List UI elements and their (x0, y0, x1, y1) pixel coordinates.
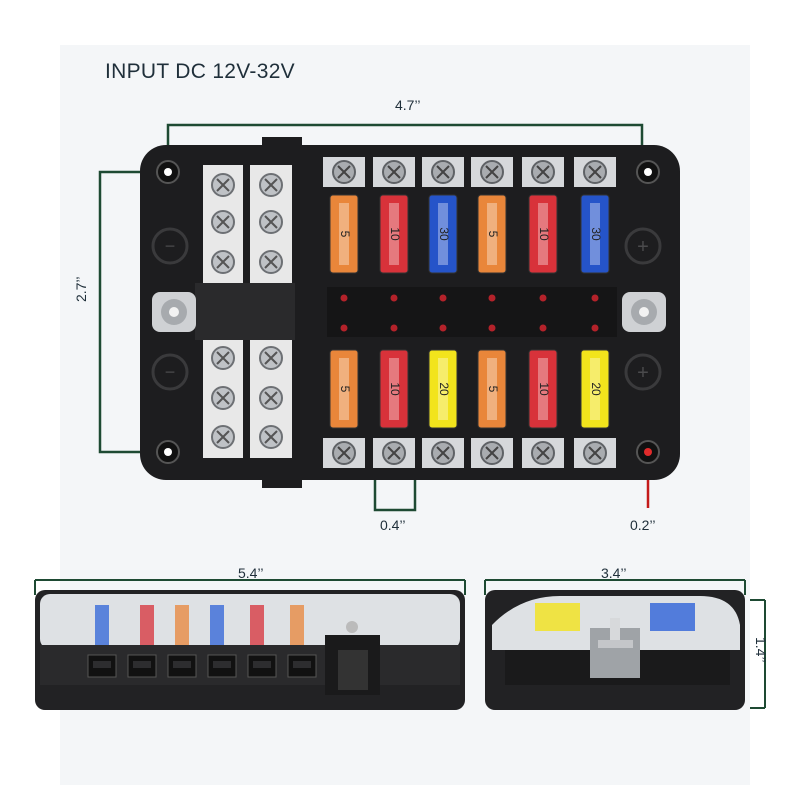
bus-screw-10 (211, 425, 235, 449)
fuse-4: 10 (528, 194, 558, 274)
side-view (484, 579, 766, 710)
bus-screw-5 (259, 250, 283, 274)
fuse-rating-4: 10 (537, 227, 551, 241)
led-indicator-strip (327, 287, 617, 337)
terminal-0 (323, 157, 365, 187)
led-bottom-1 (390, 324, 398, 332)
top-terminals (323, 157, 616, 187)
led-top-0 (340, 294, 348, 302)
fuse-rating-4: 10 (537, 382, 551, 396)
led-bottom-2 (439, 324, 447, 332)
input-voltage-title: INPUT DC 12V-32V (105, 60, 295, 83)
fuse-1: 10 (379, 349, 409, 429)
fuse-rating-0: 5 (338, 386, 352, 393)
fuse-4: 10 (528, 349, 558, 429)
bottom-terminals (323, 438, 616, 468)
led-top-1 (390, 294, 398, 302)
pitch-line (373, 458, 417, 512)
minus-symbol-bottom: − (165, 362, 176, 382)
pitch-label: 0.4’’ (380, 517, 406, 533)
fuse-rating-5: 20 (589, 382, 603, 396)
fuse-rating-1: 10 (388, 382, 402, 396)
terminal-0 (323, 438, 365, 468)
side-width-label: 3.4’’ (601, 565, 627, 581)
fuse-2: 20 (428, 349, 458, 429)
terminal-1 (373, 157, 415, 187)
top-fuse-row: 5 10 30 5 10 30 (329, 194, 610, 274)
bus-screw-8 (211, 386, 235, 410)
fuse-5: 20 (580, 349, 610, 429)
fuse-1: 10 (379, 194, 409, 274)
fuse-rating-3: 5 (486, 386, 500, 393)
terminal-5 (574, 438, 616, 468)
bus-screw-3 (259, 210, 283, 234)
terminal-5 (574, 157, 616, 187)
led-top-4 (539, 294, 547, 302)
height-left-line (98, 170, 162, 454)
fuse-3: 5 (477, 349, 507, 429)
fuse-rating-1: 10 (388, 227, 402, 241)
terminal-4 (522, 157, 564, 187)
bus-screw-7 (259, 346, 283, 370)
terminal-2 (422, 438, 464, 468)
fuse-rating-5: 30 (589, 227, 603, 241)
front-view (34, 579, 466, 710)
bus-screw-6 (211, 346, 235, 370)
bus-screws (211, 173, 283, 449)
plus-symbol-top: + (637, 236, 649, 258)
led-bottom-5 (591, 324, 599, 332)
minus-symbol-top: − (165, 236, 176, 256)
fuse-2: 30 (428, 194, 458, 274)
led-bottom-4 (539, 324, 547, 332)
fuse-5: 30 (580, 194, 610, 274)
terminal-1 (373, 438, 415, 468)
led-top-5 (591, 294, 599, 302)
power-stud (622, 292, 666, 332)
hole-label: 0.2’’ (630, 517, 656, 533)
fuse-0: 5 (329, 194, 359, 274)
led-bottom-0 (340, 324, 348, 332)
led-top-2 (439, 294, 447, 302)
led-top-3 (488, 294, 496, 302)
fuse-0: 5 (329, 349, 359, 429)
width-top-label: 4.7’’ (395, 97, 421, 113)
bus-screw-4 (211, 250, 235, 274)
bottom-fuse-row: 5 10 20 5 10 20 (329, 349, 610, 429)
fuse-rating-2: 20 (437, 382, 451, 396)
terminal-3 (471, 438, 513, 468)
bus-screw-1 (259, 173, 283, 197)
fuse-rating-0: 5 (338, 231, 352, 238)
terminal-4 (522, 438, 564, 468)
terminal-3 (471, 157, 513, 187)
height-left-label: 2.7’’ (73, 276, 89, 302)
bus-screw-0 (211, 173, 235, 197)
fuse-3: 5 (477, 194, 507, 274)
fuse-rating-3: 5 (486, 231, 500, 238)
plus-symbol-bottom: + (637, 362, 649, 384)
led-bottom-3 (488, 324, 496, 332)
fuse-rating-2: 30 (437, 227, 451, 241)
terminal-2 (422, 157, 464, 187)
led-indicators (340, 294, 599, 332)
bus-screw-11 (259, 425, 283, 449)
front-width-label: 5.4’’ (238, 565, 264, 581)
mount-holes (156, 160, 660, 464)
bus-screw-9 (259, 386, 283, 410)
ground-stud (152, 292, 196, 332)
bus-screw-2 (211, 210, 235, 234)
polarity-circles (151, 227, 662, 391)
side-height-label: 1.4’’ (753, 637, 769, 663)
